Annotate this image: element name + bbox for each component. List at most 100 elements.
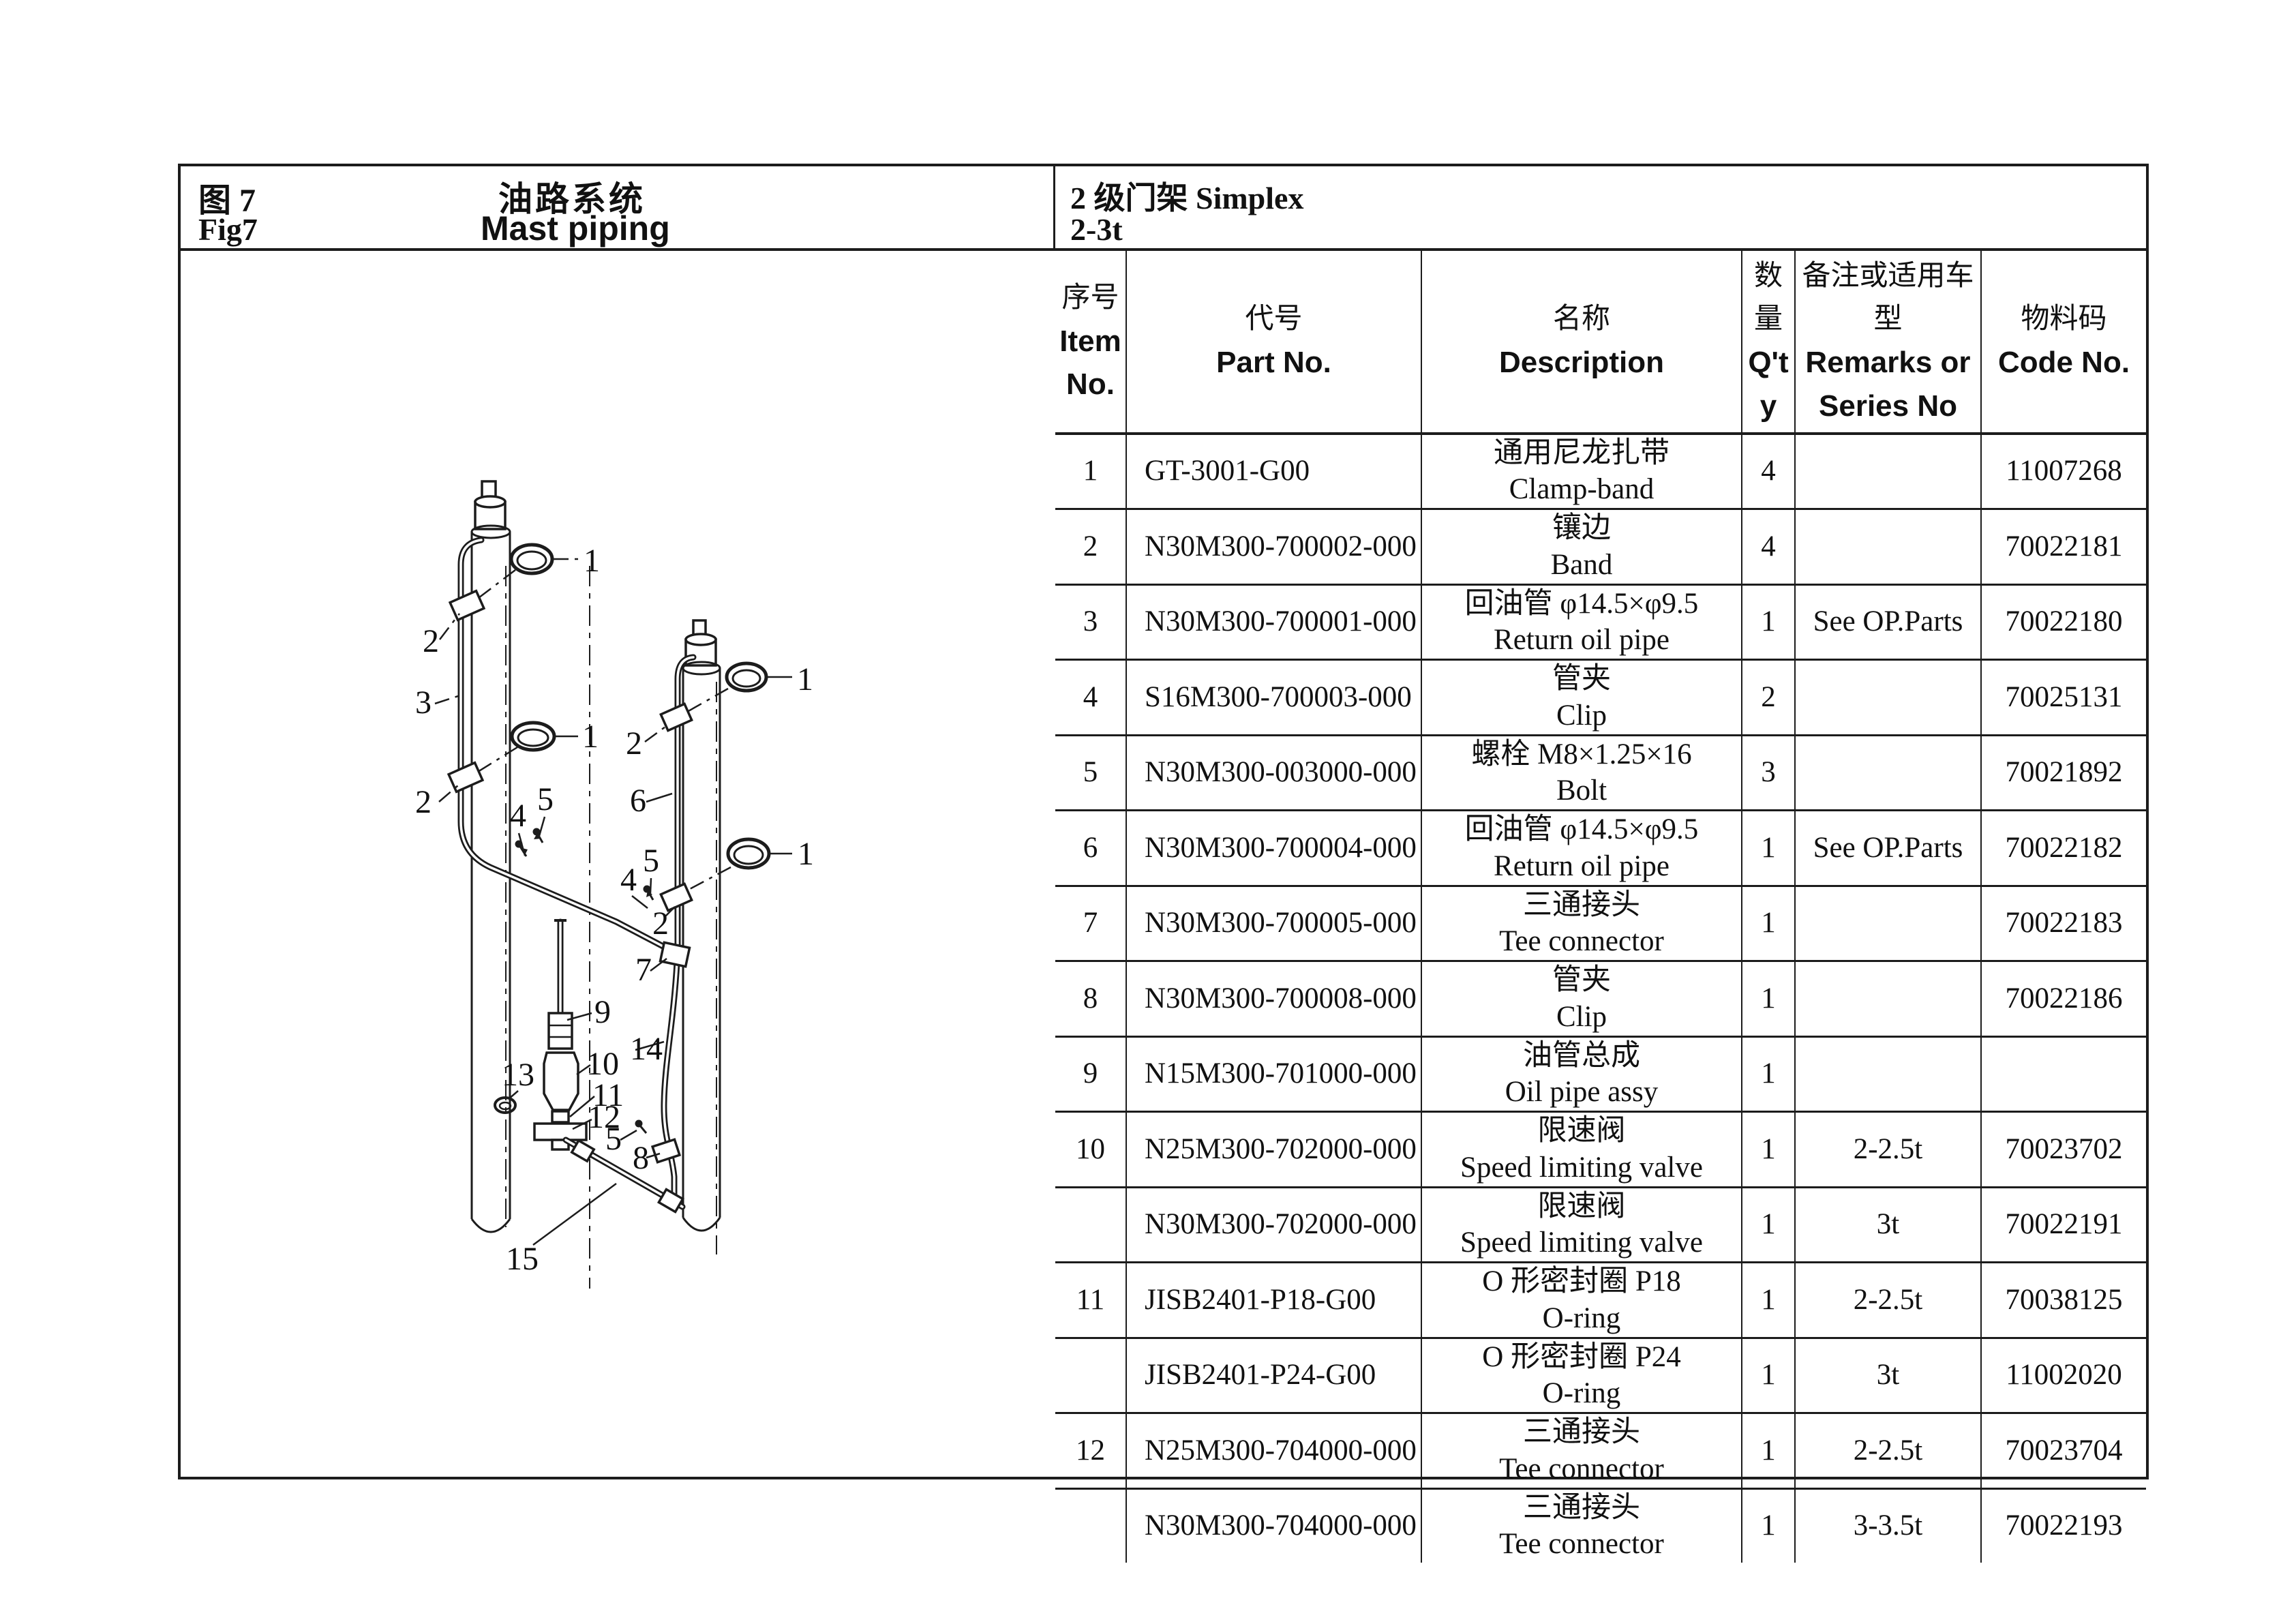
code-no-cell: 11007268	[2006, 455, 2122, 487]
o-ring-13	[494, 1096, 517, 1114]
code-no-cell: 70023704	[2005, 1434, 2123, 1467]
item-no-cell: 5	[1055, 736, 1127, 810]
remarks-cell: 2-2.5t	[1796, 1263, 1982, 1337]
column-header-description-en: Description	[1498, 346, 1665, 380]
clip-8	[650, 1138, 682, 1164]
callout-2: 2	[423, 623, 439, 659]
speed-limiting-valve	[543, 1051, 579, 1111]
column-header-code-en: Code No.	[1997, 346, 2130, 380]
item-no-cell: 1	[1055, 434, 1127, 509]
figure-number-en: Fig7	[198, 212, 258, 247]
column-header-partno-en: Part No.	[1216, 346, 1331, 380]
qty-cell: 1	[1742, 1113, 1796, 1186]
callout-5: 5	[643, 843, 659, 879]
callout-2: 2	[415, 784, 432, 820]
remarks-cell: See OP.Parts	[1796, 585, 1982, 659]
qty-cell: 1	[1742, 1037, 1796, 1111]
code-no-cell: 70038125	[2005, 1283, 2123, 1316]
remarks-cell	[1796, 736, 1982, 810]
remarks-cell	[1796, 434, 1982, 509]
title-band-left: 图 7 油路系统 Fig7 Mast piping	[181, 166, 1055, 248]
remarks-cell: 2-2.5t	[1796, 1113, 1982, 1186]
qty-cell: 1	[1742, 1489, 1796, 1563]
remarks-cell: 3t	[1796, 1338, 1982, 1413]
code-no-cell: 70022193	[2005, 1509, 2123, 1542]
column-header-remarks-en: Remarks or Series No	[1805, 346, 1971, 423]
figure-title-en: Mast piping	[481, 209, 670, 247]
item-no-cell	[1055, 1489, 1127, 1563]
document-frame: 图 7 油路系统 Fig7 Mast piping 2 级门架 Simplex …	[178, 164, 2149, 1563]
item-no-cell	[1055, 1338, 1127, 1413]
remarks-cell	[1796, 1037, 1982, 1111]
qty-cell: 1	[1742, 886, 1796, 961]
title-band-right: 2 级门架 Simplex 2-3t	[1055, 166, 2146, 248]
mast-type-label: 2 级门架 Simplex	[1070, 181, 1304, 215]
part-no-cell: S16M300-700003-000	[1127, 661, 1422, 734]
part-no-cell: N30M300-700004-000	[1127, 811, 1422, 885]
oil-pipe-assy	[533, 918, 588, 1151]
code-no-cell: 70022183	[2005, 907, 2123, 939]
item-no-cell: 3	[1055, 585, 1127, 659]
title-band: 图 7 油路系统 Fig7 Mast piping 2 级门架 Simplex …	[181, 166, 2146, 251]
column-header-item-en: Item No.	[1059, 324, 1121, 402]
item-no-cell: 7	[1055, 886, 1127, 961]
tee-connector-12	[533, 1122, 588, 1141]
code-no-cell: 70022181	[2005, 530, 2123, 562]
code-no-cell: 70022180	[2005, 605, 2123, 638]
column-header-description: 名称 Description	[1422, 251, 1742, 432]
pipe-15	[562, 1137, 686, 1214]
code-no-cell: 70022182	[2005, 831, 2123, 864]
part-no-cell: N25M300-702000-000	[1127, 1113, 1422, 1186]
item-no-cell: 11	[1055, 1263, 1127, 1337]
code-no-cell: 70025131	[2005, 680, 2123, 713]
capacity-label: 2-3t	[1070, 212, 1123, 247]
code-no-cell	[1982, 1038, 2146, 1111]
column-header-item: 序号 Item No.	[1055, 251, 1127, 432]
code-no-cell: 70022191	[2005, 1208, 2123, 1241]
callout-1: 1	[797, 661, 813, 697]
item-no-cell: 2	[1055, 510, 1127, 584]
qty-cell: 1	[1742, 585, 1796, 659]
qty-cell: 1	[1742, 811, 1796, 885]
code-no-cell: 11002020	[2006, 1359, 2122, 1392]
callout-2: 2	[652, 905, 669, 942]
solid-leaders	[508, 676, 792, 1246]
figure-title-cn: 油路系统	[498, 180, 646, 218]
part-no-cell: N30M300-704000-000	[1127, 1489, 1422, 1563]
column-header-code-cn: 物料码	[2021, 303, 2107, 335]
callout-2: 2	[626, 725, 642, 762]
column-header-item-cn: 序号	[1061, 282, 1119, 314]
return-oil-pipe-right	[674, 654, 697, 952]
clamp-band-rings	[509, 543, 771, 870]
pipe-clips	[447, 589, 693, 1164]
callout-4: 4	[620, 862, 637, 898]
column-header-qty-en: Q'ty	[1748, 346, 1789, 423]
remarks-cell: 2-2.5t	[1796, 1414, 1982, 1488]
callout-14: 14	[630, 1031, 663, 1067]
part-no-cell: N30M300-003000-000	[1127, 736, 1422, 810]
o-ring-seat	[551, 1110, 570, 1124]
part-no-cell: JISB2401-P18-G00	[1127, 1263, 1422, 1337]
item-no-cell: 6	[1055, 811, 1127, 885]
remarks-cell	[1796, 962, 1982, 1036]
callout-1: 1	[584, 543, 600, 579]
